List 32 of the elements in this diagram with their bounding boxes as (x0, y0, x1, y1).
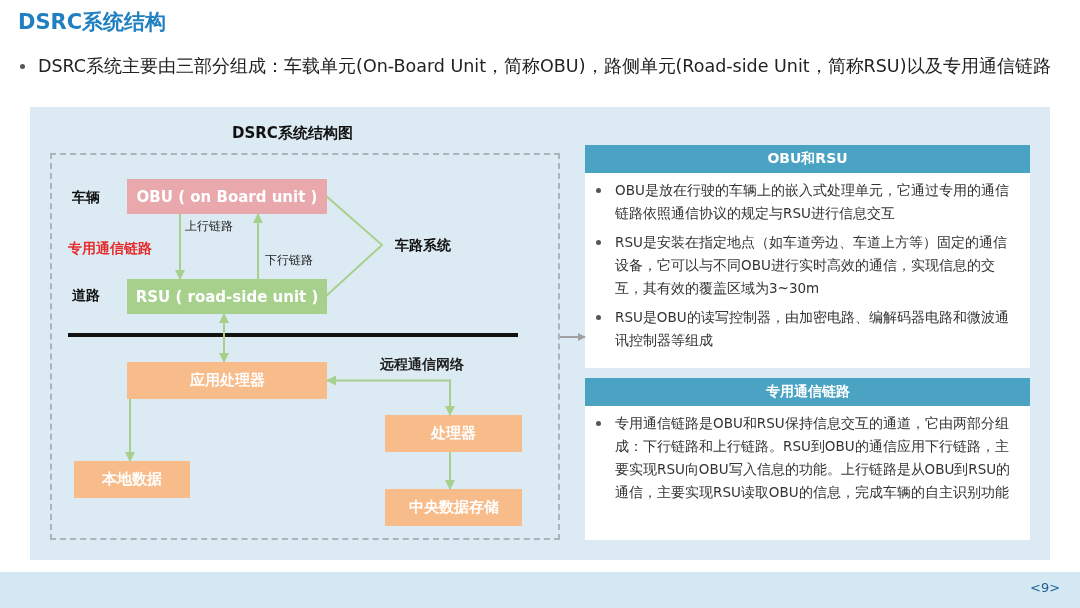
info-panel (585, 145, 1030, 368)
rsu-box: RSU ( road-side unit ) (127, 279, 327, 314)
bullet-text: RSU是安装在指定地点（如车道旁边、车道上方等）固定的通信设备，它可以与不同OBU进行实时高效的通信，实现信息的交互，其有效的覆盖区域为3~30m (615, 234, 1007, 296)
group-label: 车路系统 (395, 237, 451, 255)
bullet-text: 专用通信链路是OBU和RSU保持信息交互的通道，它由两部分组成：下行链路和上行链路。RSU到OBU的通信应用下行链路，主要实现RSU向OBU写入信息的功能。上行链路是从OBU到RSU的通信，主要实现RSU读取OBU的信息，完成车辆的自主识别功能 (615, 415, 1011, 500)
intro-bullet: DSRC系统主要由三部分组成：车载单元(On-Board Unit，简称OBU)，路侧单元(Road-side Unit，简称RSU)以及专用通信链路 (38, 55, 1052, 77)
arrow (219, 313, 229, 363)
page-number: <9> (1030, 580, 1061, 595)
info-panel (585, 378, 1030, 540)
data-box: 本地数据 (74, 461, 190, 498)
arrow (445, 451, 455, 490)
arrow (326, 375, 455, 416)
slide-title: DSRC系统结构 (18, 9, 167, 36)
arrow (253, 213, 263, 280)
edge-label: 上行链路 (185, 218, 233, 235)
chevron-arrow (559, 333, 586, 341)
process-box: 处理器 (385, 415, 522, 452)
panel-header: 专用通信链路 (585, 378, 1030, 406)
panel-header: OBU和RSU (585, 145, 1030, 173)
data-box: 中央数据存储 (385, 489, 522, 526)
bullet-text: OBU是放在行驶的车辆上的嵌入式处理单元，它通过专用的通信链路依照通信协议的规定与RSU进行信息交互 (615, 182, 1009, 221)
edge-label: 下行链路 (265, 252, 313, 269)
process-box: 应用处理器 (127, 362, 327, 399)
edge-label: 远程通信网络 (380, 356, 464, 374)
side-label: 专用通信链路 (68, 240, 152, 258)
bullet-text: RSU是OBU的读写控制器，由加密电路、编解码器电路和微波通讯控制器等组成 (615, 309, 1009, 348)
side-label: 道路 (72, 287, 100, 305)
arrow (125, 398, 135, 462)
arrow (175, 213, 185, 280)
obu-box: OBU ( on Board unit ) (127, 179, 327, 214)
side-label: 车辆 (72, 189, 100, 207)
frame-heading: DSRC系统结构图 (232, 124, 353, 143)
